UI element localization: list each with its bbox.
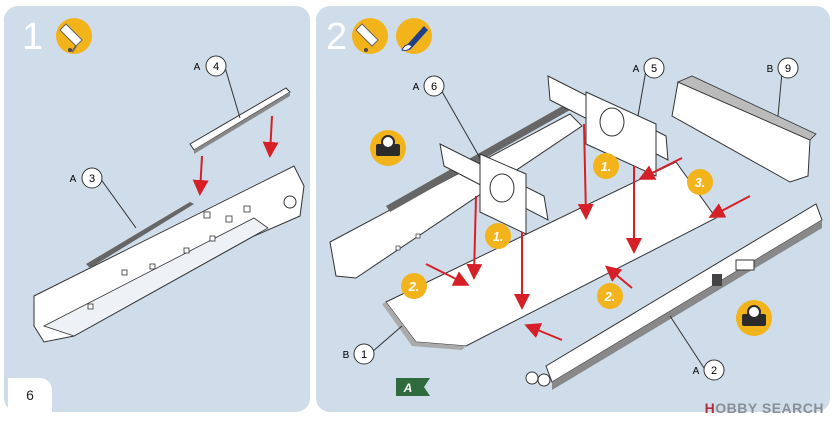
hull-assembly	[329, 104, 583, 279]
step-number-1: 1	[22, 16, 44, 58]
order-badge-3: 3.	[687, 169, 713, 195]
callout-a2-num: 2	[711, 365, 717, 377]
glue-icon	[56, 18, 92, 54]
arrow-2g	[604, 265, 633, 289]
glue-icon	[352, 18, 388, 54]
svg-text:3.: 3.	[695, 175, 706, 190]
callout-b9-letter: B	[767, 64, 774, 75]
leader-a5	[637, 69, 647, 117]
step-1-panel: 1 4 A	[4, 6, 310, 412]
callout-a5-num: 5	[651, 63, 657, 75]
step-1-diagram: 4 A 3 A	[33, 18, 305, 343]
svg-text:2.: 2.	[604, 289, 616, 304]
callout-a4-letter: A	[194, 62, 201, 73]
step-number-2: 2	[326, 16, 348, 58]
callout-a3-letter: A	[70, 174, 77, 185]
callout-a6-letter: A	[413, 82, 420, 93]
leader-b1	[371, 325, 403, 353]
svg-text:1.: 1.	[601, 159, 612, 174]
callout-a3-num: 3	[89, 173, 95, 185]
tape-icon	[370, 130, 406, 166]
order-badge-1: 1.	[593, 153, 619, 179]
callout-a6	[423, 75, 445, 97]
part-a3	[33, 165, 305, 343]
callout-b1-num: 1	[361, 349, 367, 361]
callout-a3	[81, 167, 103, 189]
leader-b9	[777, 71, 783, 117]
arrow-2a	[466, 195, 483, 280]
svg-text:1.: 1.	[493, 229, 504, 244]
watermark: HOBBY SEARCH	[704, 400, 824, 416]
arrow-2f	[524, 323, 563, 341]
order-badge-2: 2.	[401, 273, 427, 299]
callout-a5	[643, 57, 665, 79]
part-a5	[547, 75, 669, 177]
callout-a2-letter: A	[693, 366, 700, 377]
arrow-1b	[262, 115, 279, 158]
callout-a4-num: 4	[213, 61, 219, 73]
tape-icon	[736, 300, 772, 336]
svg-text:2.: 2.	[408, 279, 420, 294]
part-b9	[671, 75, 817, 183]
callout-b1-letter: B	[343, 350, 350, 361]
order-badge-2: 2.	[597, 283, 623, 309]
callout-b9-num: 9	[785, 63, 791, 75]
callout-a5-letter: A	[633, 64, 640, 75]
flag-a-label: A	[403, 381, 413, 395]
flag-a: A	[396, 378, 430, 396]
step-2-panel: 2	[316, 6, 830, 412]
arrow-1a	[192, 155, 209, 196]
leader-a2	[669, 315, 705, 369]
part-a6	[439, 143, 549, 235]
leader-a4	[223, 63, 241, 119]
paint-brush-icon	[396, 18, 432, 54]
arrow-2e	[425, 263, 470, 286]
callout-b1	[353, 343, 375, 365]
callout-a4	[205, 55, 227, 77]
callout-b9	[777, 57, 799, 79]
callout-a6-num: 6	[431, 81, 437, 93]
page-number: 6	[8, 378, 52, 412]
arrow-2c	[577, 123, 594, 220]
callout-a2	[703, 359, 725, 381]
leader-a3	[99, 177, 137, 229]
step-2-diagram: 6 A 5 A 9 B 2 A	[329, 18, 823, 396]
part-a2	[525, 203, 823, 390]
arrow-2i	[708, 195, 751, 218]
order-badge-1: 1.	[485, 223, 511, 249]
arrow-2h	[638, 157, 683, 180]
leader-a6	[439, 87, 481, 159]
part-a4	[189, 87, 291, 154]
